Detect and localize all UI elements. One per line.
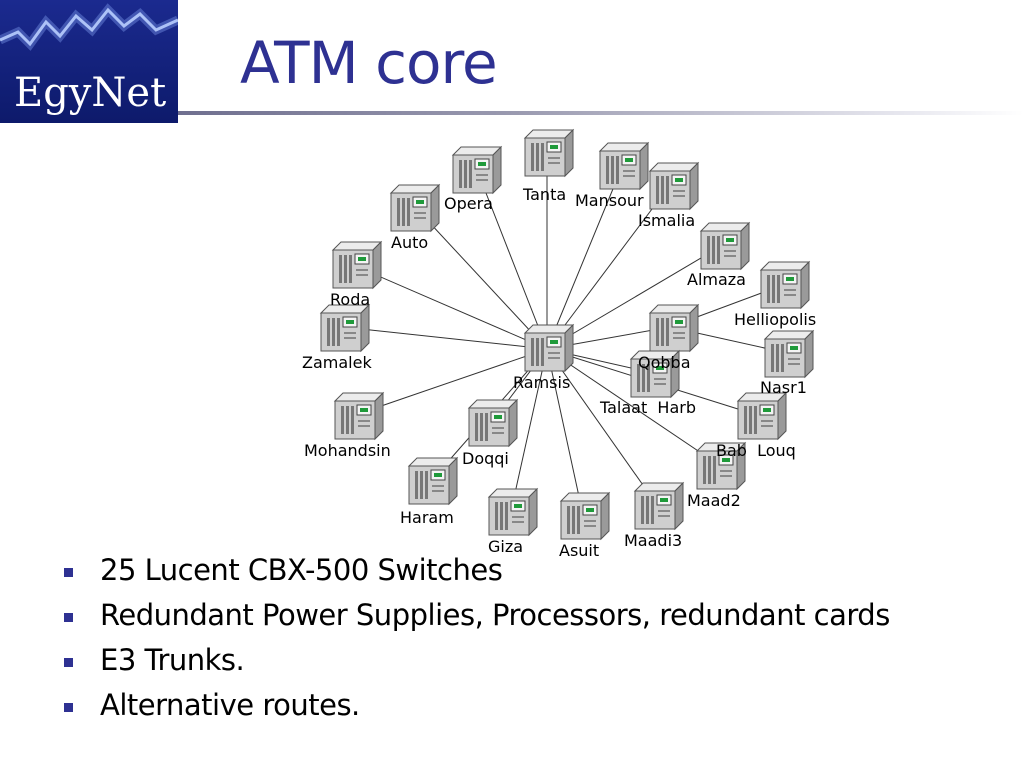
switch-mansour [599, 142, 649, 190]
node-label-helliopolis: Helliopolis [734, 310, 816, 329]
switch-mohandsin [334, 392, 384, 440]
switch-opera [452, 146, 502, 194]
link-ismalia [546, 184, 671, 350]
bullet-text: Alternative routes. [100, 688, 360, 722]
node-label-tanta: Tanta [522, 185, 566, 204]
node-label-maadi3: Maadi3 [624, 531, 682, 550]
node-label-giza: Giza [488, 537, 523, 556]
atm-network-diagram: Tanta Opera Mansour Ismalia Auto Almaza … [302, 129, 816, 560]
bullet-text: Redundant Power Supplies, Processors, re… [100, 598, 890, 632]
logo-text: EgyNet [14, 70, 166, 116]
switch-doqqi [468, 399, 518, 447]
node-label-asuit: Asuit [559, 541, 599, 560]
switch-asuit [560, 492, 610, 540]
link-mansour [546, 166, 623, 350]
switch-helliopolis [760, 261, 810, 309]
switch-roda [332, 241, 382, 289]
node-label-auto: Auto [391, 233, 428, 252]
link-giza [510, 348, 548, 512]
slide-title: ATM core [240, 29, 498, 97]
bullet-list: 25 Lucent CBX-500 Switches Redundant Pow… [62, 548, 890, 728]
link-almaza [546, 244, 724, 350]
bullet-item: Alternative routes. [62, 683, 890, 728]
switch-auto [390, 184, 440, 232]
node-label-opera: Opera [444, 194, 493, 213]
node-label-mansour: Mansour [575, 191, 644, 210]
node-label-haram: Haram [400, 508, 454, 527]
bullet-square-icon [64, 613, 73, 622]
switch-ramsis [524, 324, 574, 372]
logo-graphic: EgyNet [0, 0, 180, 123]
switch-tanta [524, 129, 574, 177]
node-label-maad2: Maad2 [687, 491, 741, 510]
node-label-nasr1: Nasr1 [760, 378, 807, 397]
bullet-item: 25 Lucent CBX-500 Switches [62, 548, 890, 593]
node-label-mohandsin: Mohandsin [304, 441, 391, 460]
link-auto [414, 206, 548, 350]
bullet-text: 25 Lucent CBX-500 Switches [100, 553, 503, 587]
bullet-item: E3 Trunks. [62, 638, 890, 683]
bullet-square-icon [64, 703, 73, 712]
link-mohandsin [354, 348, 548, 416]
bullet-square-icon [64, 658, 73, 667]
title-underline [178, 111, 1024, 115]
link-asuit [546, 348, 584, 516]
switch-qobba [649, 304, 699, 352]
switch-louq [737, 392, 787, 440]
link-roda [352, 264, 548, 350]
switch-nasr1 [764, 330, 814, 378]
node-label-qobba: Qobba [638, 353, 691, 372]
switch-giza [488, 488, 538, 536]
switch-ismalia [649, 162, 699, 210]
node-label-almaza: Almaza [687, 270, 746, 289]
switch-almaza [700, 222, 750, 270]
bullet-text: E3 Trunks. [100, 643, 245, 677]
bullet-item: Redundant Power Supplies, Processors, re… [62, 593, 890, 638]
node-label-doqqi: Doqqi [462, 449, 509, 468]
link-opera [476, 169, 548, 350]
egynet-logo: EgyNet [0, 0, 180, 123]
switch-zamalek [320, 304, 370, 352]
switch-maadi3 [634, 482, 684, 530]
link-maad2 [546, 348, 720, 466]
node-label-ismalia: Ismalia [638, 211, 695, 230]
node-label-ramsis: Ramsis [513, 373, 570, 392]
node-label-louq: Bab Louq [716, 441, 796, 460]
switch-haram [408, 457, 458, 505]
link-maadi3 [546, 348, 658, 506]
node-label-roda: Roda [330, 290, 370, 309]
node-label-talaat: Talaat Harb [599, 398, 696, 417]
link-zamalek [342, 326, 548, 350]
bullet-square-icon [64, 568, 73, 577]
node-label-zamalek: Zamalek [302, 353, 372, 372]
